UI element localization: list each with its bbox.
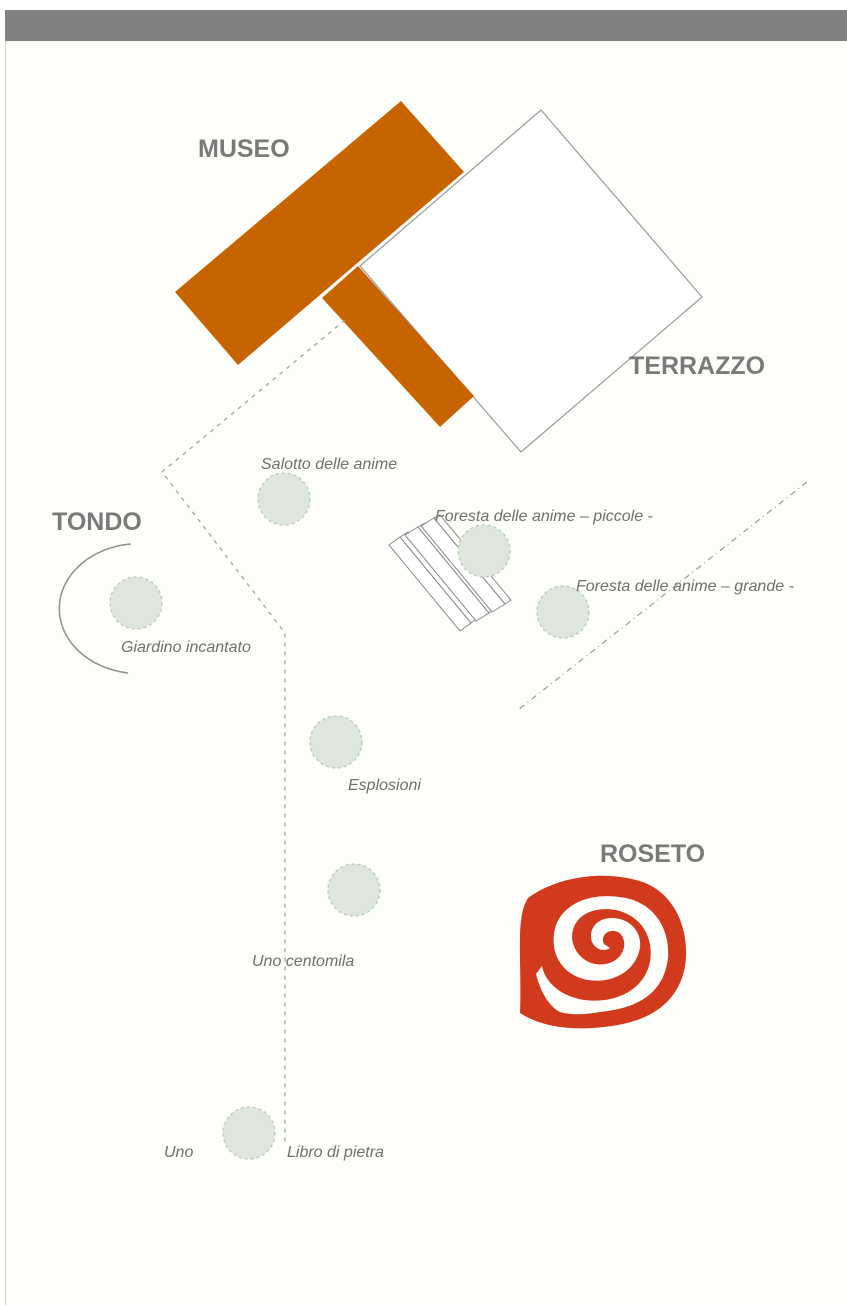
museo-building[interactable] bbox=[175, 101, 464, 365]
label-giardino: Giardino incantato bbox=[121, 639, 251, 656]
label-salotto: Salotto delle anime bbox=[261, 456, 397, 473]
roseto-rose[interactable] bbox=[519, 875, 687, 1029]
label-uno: Uno bbox=[164, 1144, 193, 1161]
spot-salotto[interactable] bbox=[257, 472, 311, 526]
label-esplosioni: Esplosioni bbox=[348, 777, 421, 794]
label-libro: Libro di pietra bbox=[287, 1144, 384, 1161]
spot-foresta-piccole[interactable] bbox=[457, 524, 511, 578]
header-bar bbox=[5, 10, 847, 41]
label-uno-centomila: Uno centomila bbox=[252, 953, 354, 970]
spots bbox=[109, 472, 590, 1160]
spot-foresta-grande[interactable] bbox=[536, 585, 590, 639]
label-terrazzo: TERRAZZO bbox=[629, 352, 765, 380]
museo-wing[interactable] bbox=[322, 266, 474, 427]
tondo-arc[interactable] bbox=[58, 543, 132, 674]
label-foresta-grande: Foresta delle anime – grande - bbox=[576, 578, 794, 595]
label-roseto: ROSETO bbox=[600, 840, 705, 868]
path-lines bbox=[161, 319, 808, 1145]
label-museo: MUSEO bbox=[198, 135, 290, 163]
spot-esplosioni[interactable] bbox=[309, 715, 363, 769]
spot-giardino[interactable] bbox=[109, 576, 163, 630]
label-tondo: TONDO bbox=[52, 508, 142, 536]
label-foresta-piccole: Foresta delle anime – piccole - bbox=[435, 508, 653, 525]
forest-boundary bbox=[517, 481, 808, 711]
main-path bbox=[161, 319, 346, 1145]
spot-uno[interactable] bbox=[222, 1106, 276, 1160]
spot-uno-centomila[interactable] bbox=[327, 863, 381, 917]
